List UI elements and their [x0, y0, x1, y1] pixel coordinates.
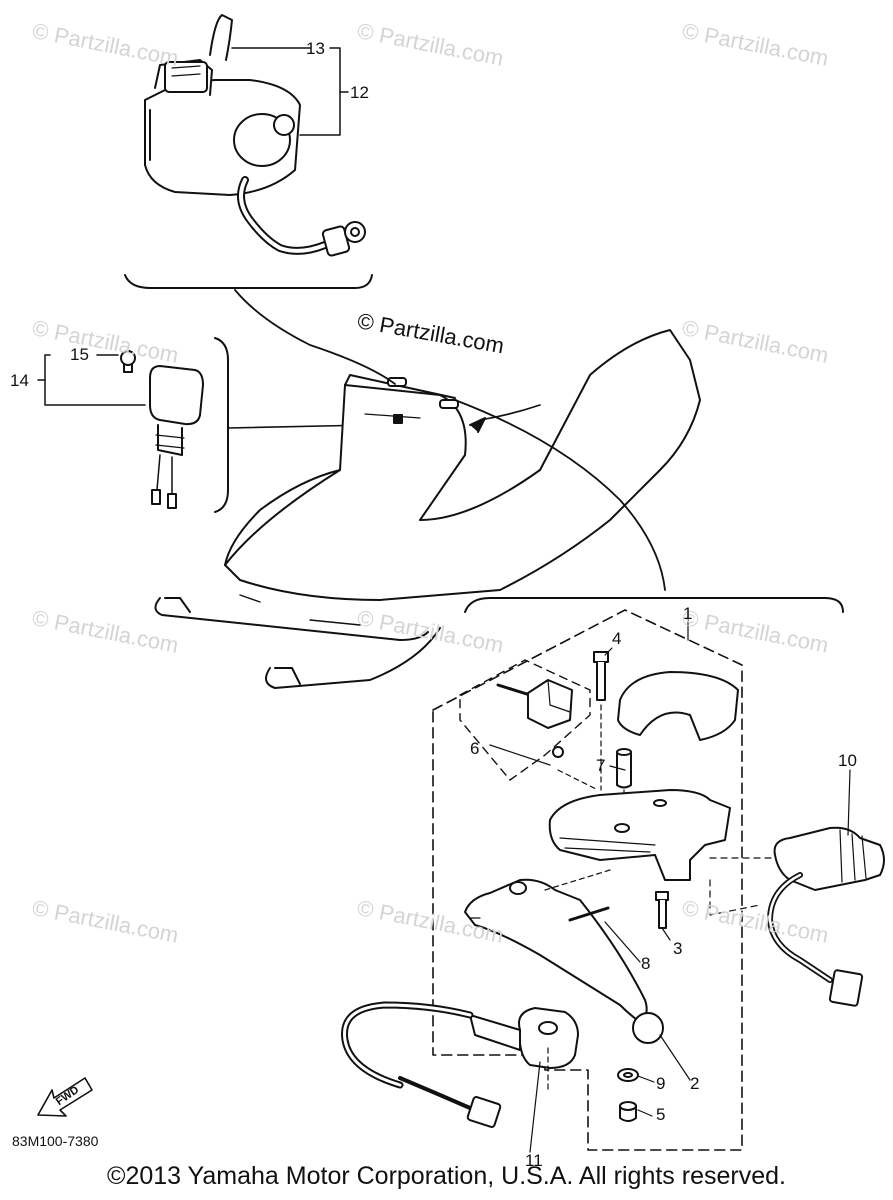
copyright-caption: ©2013 Yamaha Motor Corporation, U.S.A. A… [107, 1162, 786, 1190]
callout-10: 10 [838, 751, 857, 770]
callout-7: 7 [596, 756, 606, 775]
indicator-lamp-drawing [37, 337, 376, 513]
brake-assembly-drawing [341, 609, 743, 1151]
callout-13: 13 [306, 39, 325, 58]
snowmobile-body-drawing [154, 289, 844, 689]
callout-3: 3 [673, 939, 683, 958]
callout-4: 4 [612, 629, 622, 648]
callout-14: 14 [10, 371, 29, 390]
callout-6: 6 [470, 739, 480, 758]
leader-lines [489, 619, 851, 1153]
callout-12: 12 [350, 83, 369, 102]
diagram-code: 83M100-7380 [12, 1133, 99, 1149]
callout-11: 11 [525, 1151, 543, 1170]
fwd-arrow-icon [37, 1077, 93, 1117]
callout-1: 1 [683, 604, 693, 623]
callout-2: 2 [690, 1074, 700, 1093]
callout-8: 8 [641, 954, 651, 973]
throttle-housing-drawing [124, 14, 373, 289]
callout-15: 15 [70, 345, 89, 364]
callout-9: 9 [656, 1074, 666, 1093]
unit-10-drawing [709, 826, 885, 1007]
callout-5: 5 [656, 1105, 666, 1124]
